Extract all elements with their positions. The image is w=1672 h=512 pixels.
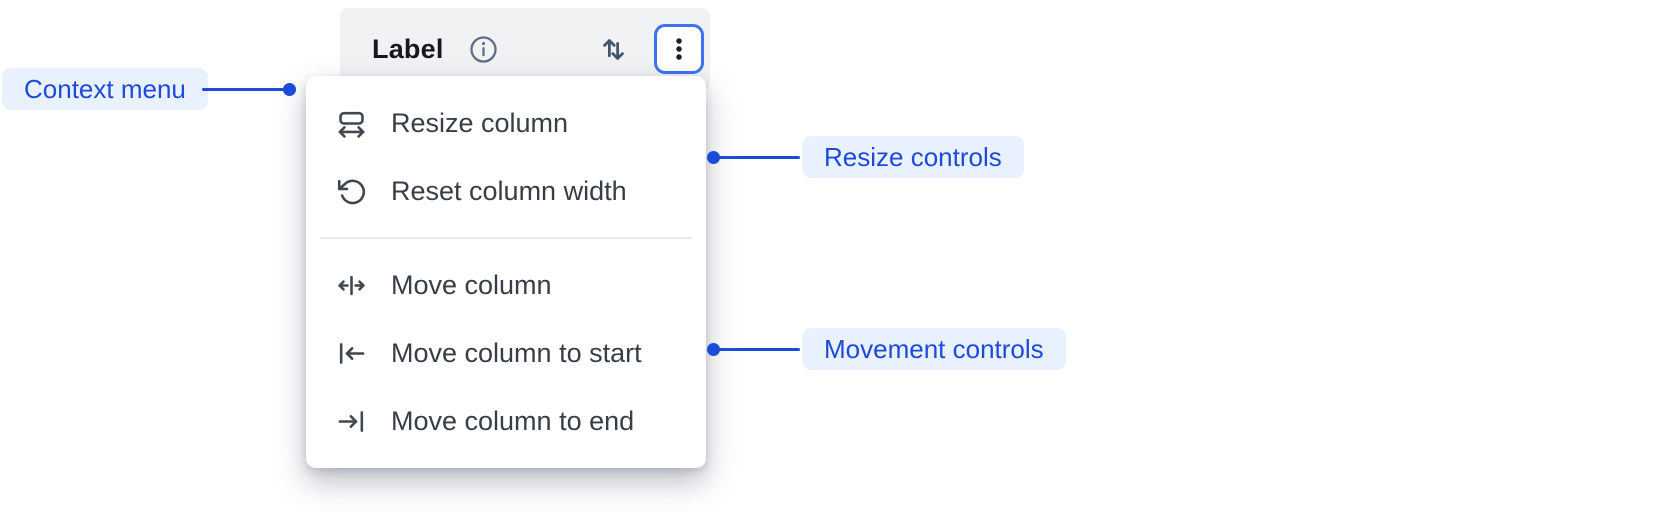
menu-item-label: Resize column	[391, 107, 569, 138]
resize-column-icon	[336, 108, 367, 139]
annotation-movement-controls: Movement controls	[802, 328, 1066, 370]
move-column-icon	[336, 270, 367, 301]
menu-item-label: Reset column width	[391, 175, 627, 206]
annotation-context-menu-line	[202, 88, 286, 91]
sort-arrows-icon[interactable]	[597, 33, 630, 66]
annotation-movement-controls-dot	[707, 343, 720, 356]
annotation-resize-controls-dot	[707, 151, 720, 164]
move-column-end-icon	[336, 406, 367, 437]
menu-item-move-column[interactable]: Move column	[306, 251, 706, 319]
menu-item-resize-column[interactable]: Resize column	[306, 89, 706, 157]
menu-item-label: Move column to end	[391, 405, 635, 436]
annotation-resize-controls-line	[716, 156, 800, 159]
info-icon[interactable]	[468, 34, 499, 65]
menu-item-reset-column-width[interactable]: Reset column width	[306, 157, 706, 225]
move-column-start-icon	[336, 338, 367, 369]
column-header-label: Label	[372, 33, 444, 64]
annotation-movement-controls-line	[716, 348, 800, 351]
more-vertical-icon	[664, 34, 694, 64]
annotation-resize-controls: Resize controls	[802, 136, 1024, 178]
menu-item-label: Move column	[391, 269, 552, 300]
column-more-menu-button[interactable]	[654, 24, 704, 74]
menu-item-label: Move column to start	[391, 337, 642, 368]
menu-item-move-column-start[interactable]: Move column to start	[306, 319, 706, 387]
annotation-context-menu: Context menu	[2, 68, 208, 110]
menu-divider	[320, 237, 692, 239]
column-context-menu: Resize column Reset column width Move co…	[306, 76, 706, 468]
reset-column-width-icon	[336, 176, 367, 207]
menu-item-move-column-end[interactable]: Move column to end	[306, 387, 706, 455]
annotation-context-menu-dot	[283, 83, 296, 96]
